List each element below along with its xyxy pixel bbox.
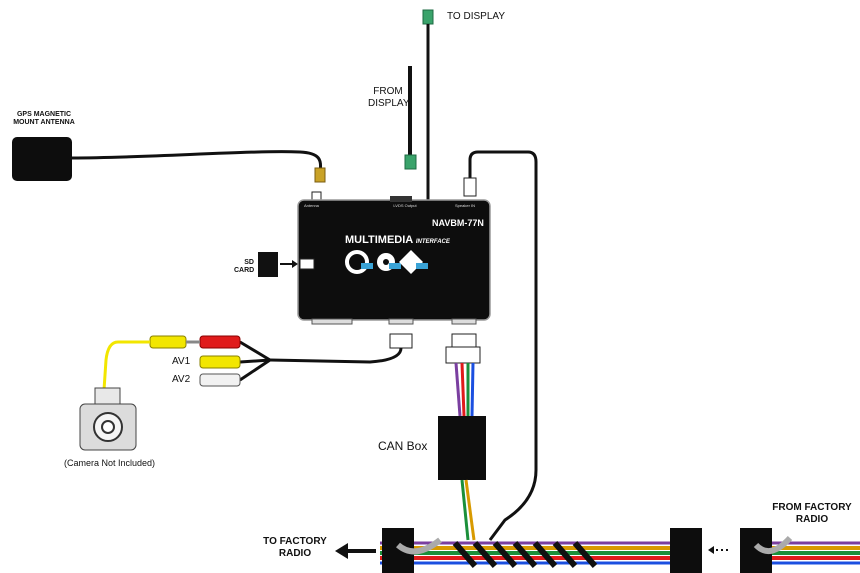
port-antenna-label: Antenna xyxy=(304,203,319,208)
camera-icon xyxy=(79,387,137,451)
gps-label-line2: MOUNT ANTENNA xyxy=(13,118,75,126)
cd-icon xyxy=(345,250,373,274)
radio-harness-connector xyxy=(670,528,702,573)
gps-antenna-icon xyxy=(12,137,72,181)
from-display-connector xyxy=(404,154,417,170)
camera-note: (Camera Not Included) xyxy=(64,458,156,468)
rca-red-plug xyxy=(199,335,241,349)
module-model: NAVBM-77N xyxy=(432,218,484,228)
to-factory-label-line2: RADIO xyxy=(278,547,312,559)
can-box xyxy=(438,416,486,480)
dvd-icon xyxy=(377,253,401,271)
rca-white-plug xyxy=(199,373,241,387)
steering-icon xyxy=(399,250,428,274)
to-display-label: TO DISPLAY xyxy=(447,11,505,22)
to-factory-arrow-icon xyxy=(335,543,348,559)
port-speaker-label: Speaker IN xyxy=(455,203,476,208)
to-factory-label: TO FACTORY RADIO xyxy=(255,536,335,559)
from-factory-label-line1: FROM FACTORY xyxy=(772,502,852,513)
gps-label: GPS MAGNETIC MOUNT ANTENNA xyxy=(6,111,82,126)
camera-cable xyxy=(102,340,150,391)
av-connector xyxy=(389,333,413,349)
speaker-in-cable xyxy=(468,150,538,541)
av1-label: AV1 xyxy=(172,356,191,367)
to-display-connector xyxy=(422,9,434,25)
sd-card-label: SD CARD xyxy=(234,259,254,274)
rca-yellow-plug xyxy=(199,355,241,369)
module-brand-name: MULTIMEDIA xyxy=(345,234,413,246)
from-display-label: FROM DISPLAY xyxy=(368,86,410,109)
gps-cable xyxy=(71,150,323,173)
module-brand-suffix: INTERFACE xyxy=(415,239,450,245)
from-display-label-line2: DISPLAY xyxy=(368,97,410,109)
module-brand: MULTIMEDIA INTERFACE xyxy=(345,234,450,246)
sd-card-icon xyxy=(258,252,278,277)
gps-label-line1: GPS MAGNETIC xyxy=(16,111,72,118)
can-box-label: CAN Box xyxy=(378,439,428,453)
camera-rca-plug xyxy=(149,335,187,349)
av2-label: AV2 xyxy=(172,374,191,385)
port-lvds-label: LVDS Output xyxy=(393,203,417,208)
speaker-in-connector xyxy=(463,177,477,197)
gps-connector xyxy=(314,167,326,183)
harness-plug xyxy=(451,333,477,349)
from-factory-label: FROM FACTORY RADIO xyxy=(766,502,858,525)
to-factory-label-line1: TO FACTORY xyxy=(263,536,327,547)
from-display-label-line1: FROM xyxy=(373,86,403,97)
sd-card-label-line1: SD xyxy=(244,259,254,266)
from-factory-label-line2: RADIO xyxy=(795,513,829,525)
sd-card-label-line2: CARD xyxy=(234,266,255,274)
